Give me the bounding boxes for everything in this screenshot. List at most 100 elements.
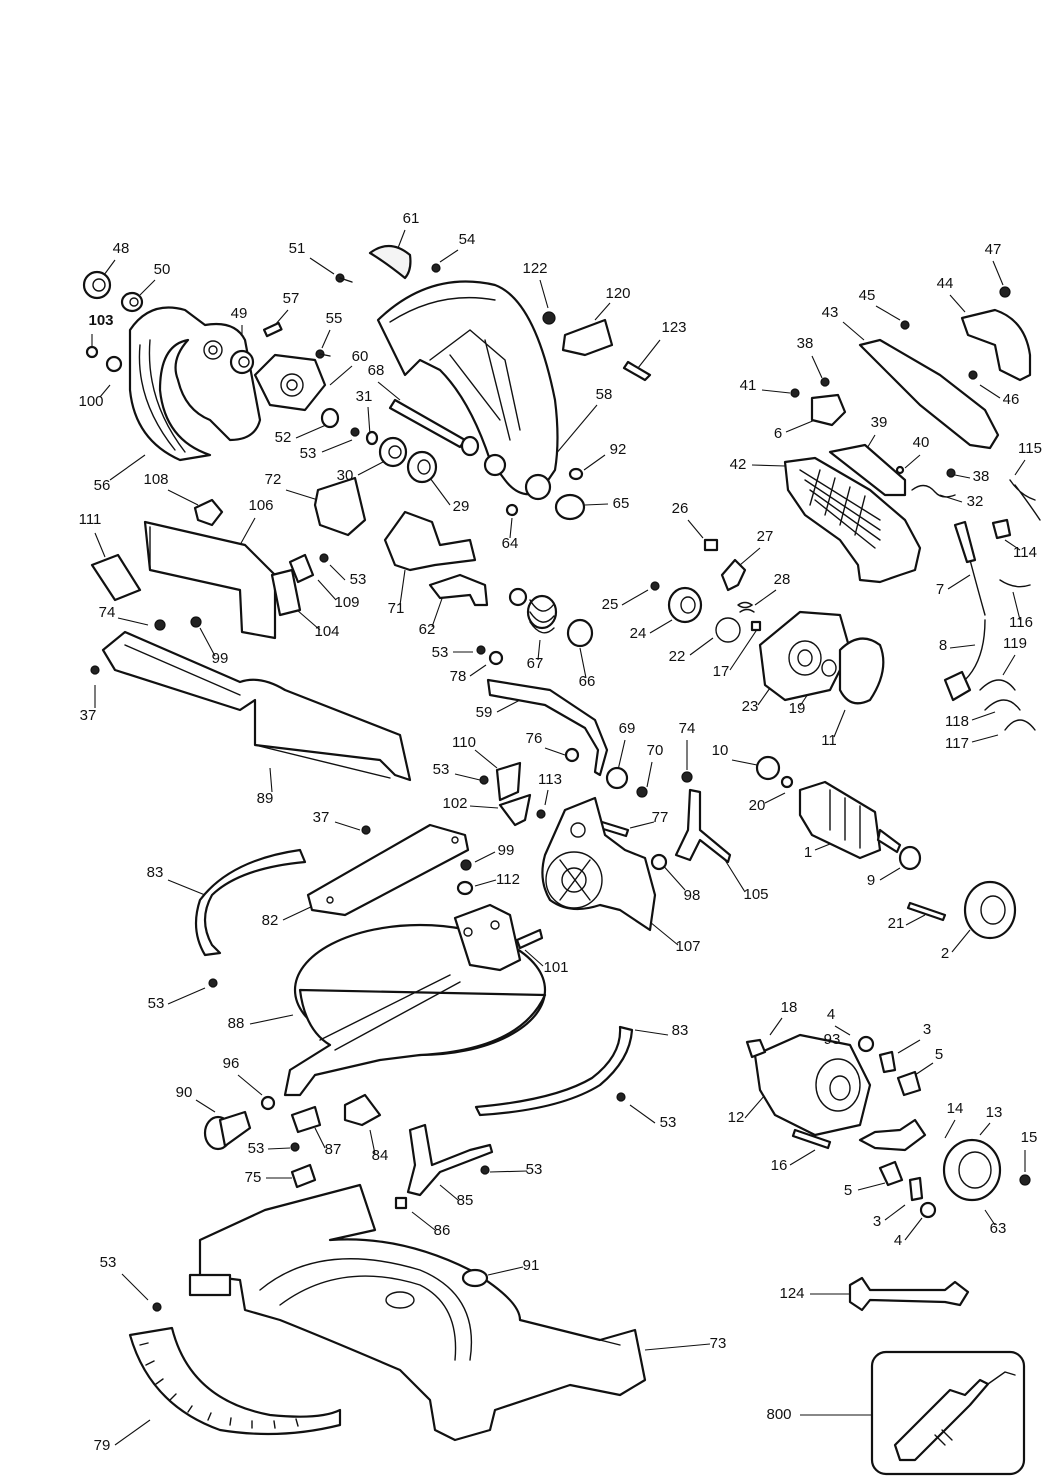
part-18-nut: [745, 1038, 767, 1059]
part-53-screw-f: [616, 1092, 626, 1102]
part-5-holder-b: [878, 1160, 904, 1187]
callout-70: 70: [647, 742, 664, 759]
callout-5: 5: [935, 1046, 943, 1063]
callout-90: 90: [176, 1084, 193, 1101]
callout-74: 74: [679, 720, 696, 737]
part-60-bracket: [253, 353, 327, 412]
part-8-plug-cord: [964, 619, 986, 681]
callout-111: 111: [79, 511, 102, 528]
part-25-screw: [650, 581, 660, 591]
part-69-bushing: [605, 766, 629, 790]
part-87-bracket: [290, 1105, 322, 1134]
part-83-clip-right: [474, 1025, 634, 1117]
part-117-clip: [1004, 719, 1036, 731]
part-99-screw-b: [460, 859, 472, 871]
part-122-knob: [542, 311, 556, 325]
callout-22: 22: [669, 648, 686, 665]
part-79-miter-scale: [128, 1326, 342, 1436]
callout-113: 113: [538, 771, 562, 788]
part-57-pin: [262, 321, 283, 338]
part-5-holder-a: [896, 1070, 922, 1097]
part-76-washer: [564, 747, 580, 763]
callout-38: 38: [797, 335, 814, 352]
part-59-link: [486, 678, 609, 777]
part-13-end-cap: [942, 1138, 1002, 1202]
callout-124: 124: [779, 1285, 804, 1302]
part-45-screw: [900, 320, 910, 330]
callout-86: 86: [434, 1222, 451, 1239]
part-42-handle-body: [783, 456, 922, 584]
callout-62: 62: [419, 621, 436, 638]
callout-107: 107: [675, 938, 700, 955]
callout-116: 116: [1009, 614, 1033, 631]
callout-112: 112: [496, 871, 520, 888]
part-51-screw: [335, 273, 353, 283]
callout-99: 99: [212, 650, 229, 667]
part-124-wrench: [848, 1276, 970, 1312]
callout-120: 120: [605, 285, 630, 302]
part-82-throat-plate: [306, 823, 470, 917]
part-73-base: [188, 1183, 647, 1442]
part-14-clip: [858, 1118, 927, 1152]
callout-52: 52: [275, 429, 292, 446]
callout-63: 63: [990, 1220, 1007, 1237]
part-103-nut: [85, 345, 99, 359]
part-27-lock: [720, 558, 747, 592]
part-84-block: [343, 1093, 382, 1127]
callout-88: 88: [228, 1015, 245, 1032]
callout-6: 6: [774, 425, 782, 442]
part-22-o-ring: [715, 617, 741, 643]
part-39-cover: [828, 443, 907, 497]
part-50-bushing: [120, 291, 144, 313]
part-48-knob: [82, 270, 112, 300]
part-68-shaft: [388, 398, 480, 457]
part-52-washer: [320, 407, 340, 429]
part-4-cap-b: [919, 1201, 937, 1219]
part-17-pin: [750, 620, 762, 632]
part-37-screw-b: [361, 825, 371, 835]
part-8-plug: [943, 670, 972, 702]
part-37-screw-a: [90, 665, 100, 675]
callout-37: 37: [313, 809, 330, 826]
callout-27: 27: [757, 528, 774, 545]
callout-110: 110: [452, 734, 476, 751]
part-99-screw-a: [190, 616, 202, 628]
part-47-screw: [999, 286, 1011, 298]
callout-57: 57: [283, 290, 300, 307]
part-46-screw: [968, 370, 978, 380]
callout-61: 61: [403, 210, 420, 227]
part-91-disk: [461, 1268, 489, 1288]
part-62-elbow: [428, 573, 489, 607]
callout-23: 23: [742, 698, 759, 715]
callout-67: 67: [527, 655, 544, 672]
part-12-motor-housing: [753, 1033, 872, 1137]
part-96-pin: [260, 1095, 276, 1111]
callout-25: 25: [602, 596, 619, 613]
part-112-nut: [456, 880, 474, 896]
part-90-knob: [203, 1110, 252, 1151]
callout-32: 32: [967, 493, 984, 510]
callout-53: 53: [148, 995, 165, 1012]
part-107-miter-handle: [541, 796, 657, 932]
part-100-washer: [105, 355, 123, 373]
part-11-baffle: [838, 637, 885, 705]
callout-83: 83: [147, 864, 164, 881]
part-115-wire: [1009, 479, 1041, 521]
callout-82: 82: [262, 912, 279, 929]
part-3-brush-a: [878, 1050, 897, 1074]
callout-44: 44: [937, 275, 954, 292]
callout-2: 2: [941, 945, 949, 962]
callout-53: 53: [526, 1161, 543, 1178]
part-102-bracket: [498, 793, 532, 827]
callout-16: 16: [771, 1157, 788, 1174]
part-58-upper-arm: [376, 280, 559, 501]
callout-73: 73: [710, 1335, 727, 1352]
callout-31: 31: [356, 388, 373, 405]
callout-122: 122: [522, 260, 547, 277]
callout-15: 15: [1021, 1129, 1038, 1146]
callout-53: 53: [432, 644, 449, 661]
callout-101: 101: [543, 959, 568, 976]
callout-53: 53: [350, 571, 367, 588]
part-89-fence: [101, 630, 412, 782]
